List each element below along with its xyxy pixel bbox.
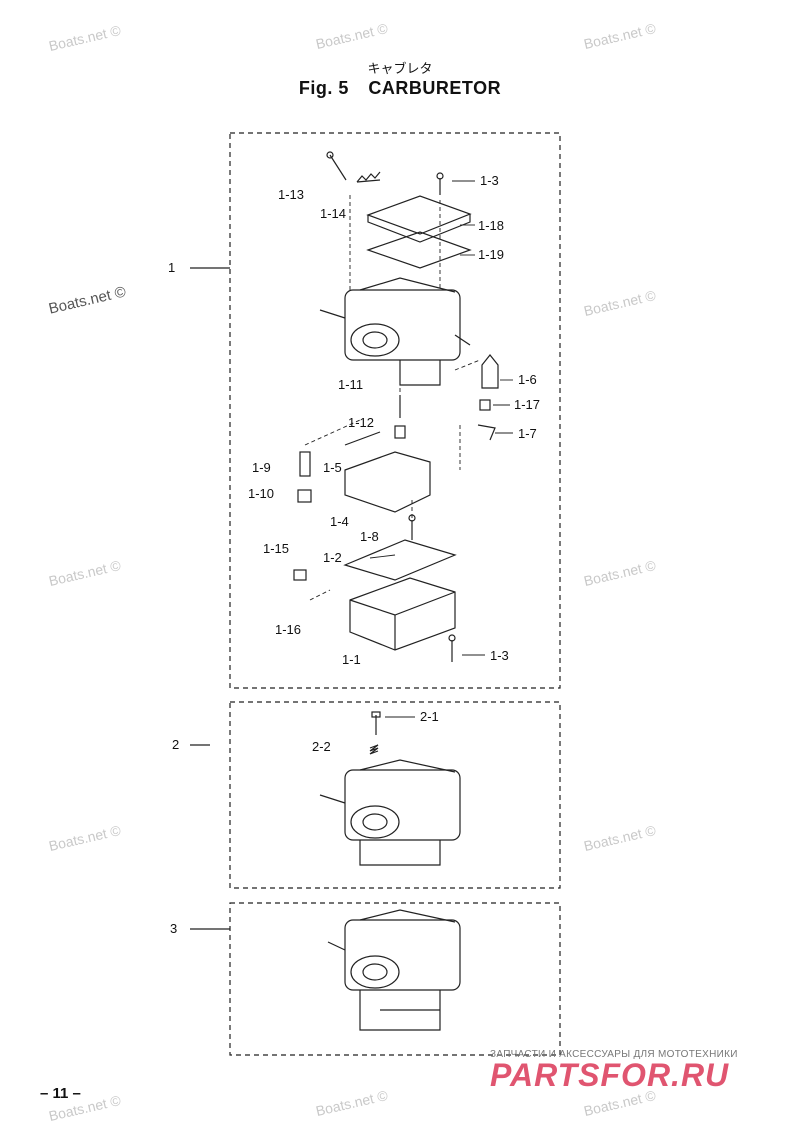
figure-name: CARBURETOR bbox=[368, 78, 502, 98]
part-1-2 bbox=[343, 539, 457, 581]
part-1-10 bbox=[297, 489, 312, 503]
figure-title: Fig. 5 CARBURETOR bbox=[0, 78, 800, 99]
callout-1-3-bottom: 1-3 bbox=[490, 648, 509, 663]
callout-1-12: 1-12 bbox=[348, 415, 375, 430]
part-1-1 bbox=[349, 577, 456, 651]
callout-1-9: 1-9 bbox=[252, 460, 271, 475]
callout-1-14: 1-14 bbox=[320, 206, 347, 221]
part-1-8 bbox=[408, 514, 416, 540]
callout-1-10: 1-10 bbox=[248, 486, 275, 501]
part-1-7 bbox=[477, 424, 496, 441]
group-number-1: 1 bbox=[168, 260, 176, 275]
callout-2-1: 2-1 bbox=[420, 709, 439, 724]
part-1-4 bbox=[344, 451, 431, 513]
callout-1-13: 1-13 bbox=[278, 187, 305, 202]
callout-1-11: 1-11 bbox=[338, 377, 364, 392]
logo-tagline: ЗАПЧАСТИ И АКСЕССУАРЫ ДЛЯ МОТОТЕХНИКИ bbox=[490, 1049, 738, 1060]
callout-1-2: 1-2 bbox=[323, 550, 342, 565]
group-3-frame bbox=[229, 902, 561, 1056]
callout-1-16: 1-16 bbox=[275, 622, 302, 637]
part-2-1 bbox=[371, 711, 381, 735]
carburetor-body-3 bbox=[327, 909, 461, 1031]
figure-number: Fig. 5 bbox=[298, 78, 349, 98]
page-number: – 11 – bbox=[40, 1085, 81, 1102]
part-1-3-top bbox=[436, 172, 444, 195]
callout-1-7: 1-7 bbox=[518, 426, 537, 441]
carburetor-body-2 bbox=[319, 759, 461, 866]
part-1-9 bbox=[299, 451, 311, 477]
part-1-19 bbox=[366, 231, 472, 269]
callout-1-15: 1-15 bbox=[263, 541, 290, 556]
part-1-6 bbox=[481, 354, 499, 389]
callout-1-17: 1-17 bbox=[514, 397, 541, 412]
carburetor-body-1 bbox=[319, 277, 471, 386]
callout-1-8: 1-8 bbox=[360, 529, 379, 544]
part-1-5 bbox=[344, 431, 381, 446]
part-2-2 bbox=[369, 744, 379, 755]
title-japanese: キャブレタ bbox=[367, 62, 433, 77]
group-2-frame bbox=[229, 701, 561, 889]
group-number-3: 3 bbox=[170, 921, 178, 936]
callout-1-4: 1-4 bbox=[330, 514, 349, 529]
part-1-15 bbox=[293, 569, 307, 581]
callout-1-6: 1-6 bbox=[518, 372, 537, 387]
callout-1-3-top: 1-3 bbox=[480, 173, 499, 188]
part-1-3-bottom bbox=[448, 634, 456, 662]
part-1-14 bbox=[356, 171, 381, 183]
callout-2-2: 2-2 bbox=[312, 739, 331, 754]
callout-1-1: 1-1 bbox=[342, 652, 361, 667]
group-number-2: 2 bbox=[172, 737, 180, 752]
callout-1-5: 1-5 bbox=[323, 460, 342, 475]
part-1-13 bbox=[326, 151, 347, 181]
callout-1-18: 1-18 bbox=[478, 218, 505, 233]
callout-1-19: 1-19 bbox=[478, 247, 505, 262]
partsfor-logo[interactable]: PARTSFOR.RU bbox=[490, 1057, 730, 1093]
group-1-frame bbox=[229, 132, 561, 689]
part-1-12 bbox=[394, 425, 406, 439]
part-1-17 bbox=[479, 399, 491, 411]
